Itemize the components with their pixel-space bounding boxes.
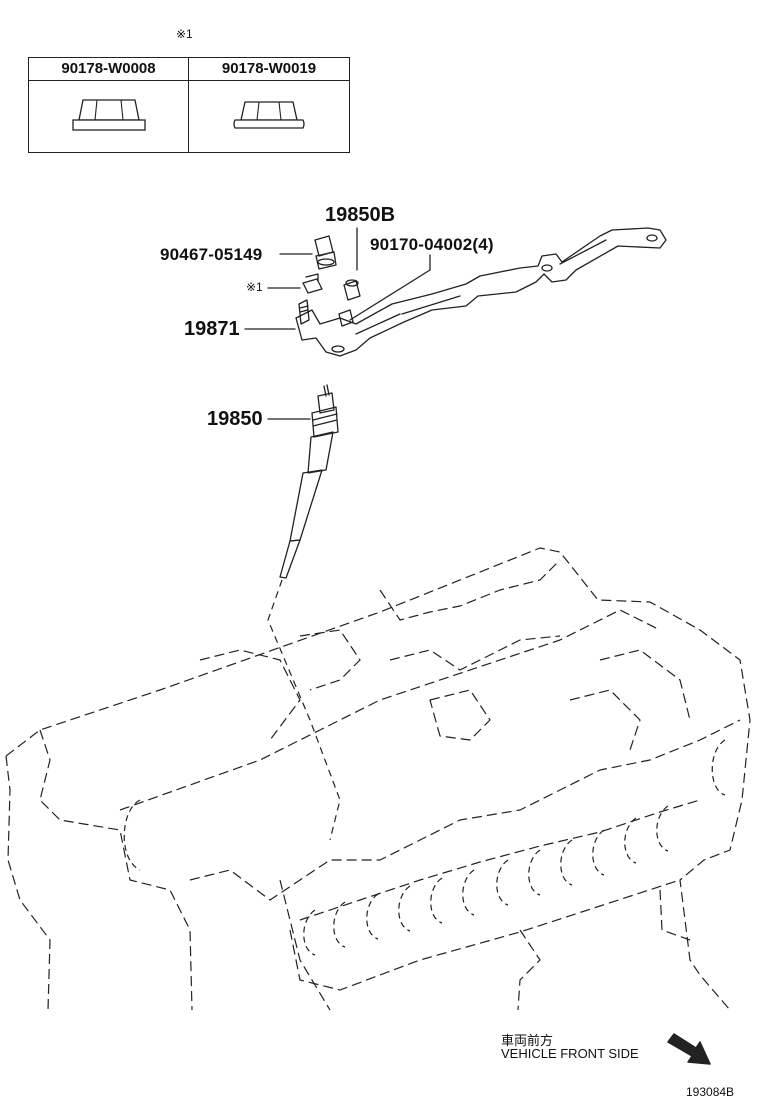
direction-label-jp: 車両前方 bbox=[501, 1033, 554, 1048]
cylinder-head-outline bbox=[5, 547, 751, 1011]
direction-label-en: VEHICLE FRONT SIDE bbox=[501, 1046, 639, 1061]
glow-plug-icon bbox=[279, 384, 339, 579]
front-direction-arrow bbox=[667, 1033, 711, 1065]
figure-id: 193084B bbox=[686, 1085, 735, 1099]
flange-nut-tall-icon bbox=[72, 99, 146, 131]
note-mark-callout: ※1 bbox=[246, 280, 263, 294]
table-divider bbox=[188, 58, 189, 152]
part-label-19850B: 19850B bbox=[325, 204, 396, 226]
bus-bar-outline bbox=[295, 227, 667, 357]
flange-nut-rounded-icon bbox=[233, 101, 305, 129]
note-mark: ※1 bbox=[176, 27, 193, 41]
part-label-90467-05149: 90467-05149 bbox=[160, 245, 263, 264]
part-label-19871: 19871 bbox=[184, 318, 240, 340]
part-label-90170-04002: 90170-04002(4) bbox=[370, 235, 494, 254]
table-header-col1: 90178-W0008 bbox=[29, 58, 188, 81]
nut-variant-table: 90178-W0008 90178-W0019 bbox=[28, 57, 350, 153]
part-label-19850: 19850 bbox=[207, 408, 263, 430]
cap-nut-icon bbox=[314, 235, 337, 270]
table-header-col2: 90178-W0019 bbox=[189, 58, 349, 81]
